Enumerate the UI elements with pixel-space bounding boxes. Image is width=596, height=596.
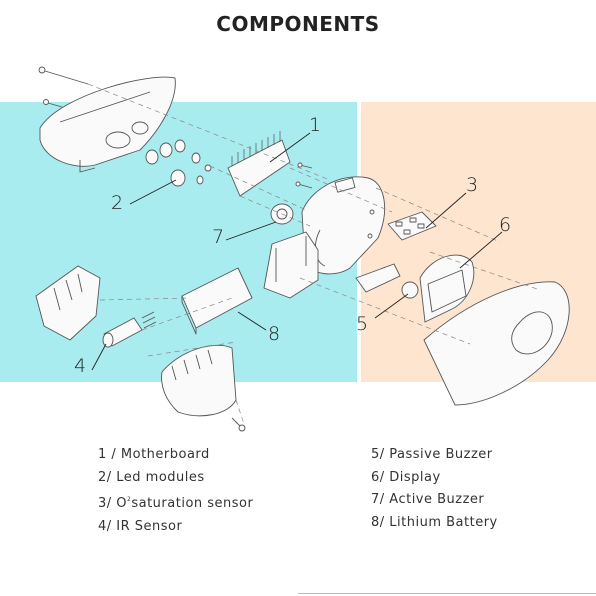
front-cover-part [423, 281, 570, 406]
ir-sensor-part [102, 311, 157, 348]
lithium-battery-part [181, 267, 253, 335]
callout-5: 5 [356, 313, 368, 335]
main-body-part [301, 176, 385, 275]
legend-item-active-buzzer: 7/ Active Buzzer [371, 492, 485, 507]
callout-3: 3 [466, 174, 478, 196]
callout-6: 6 [499, 214, 511, 236]
legend-left-column: 1 / Motherboard 2/ Led modules 3/ O2satu… [98, 444, 253, 538]
legend-o2-superscript: 2 [127, 496, 132, 503]
passive-buzzer-part [355, 263, 419, 299]
page-title: COMPONENTS [216, 12, 380, 36]
legend-item-display: 6/ Display [371, 469, 441, 485]
legend-item-lithium-battery: 8/ Lithium Battery [371, 514, 498, 530]
callout-2: 2 [111, 192, 123, 214]
footer-divider [298, 593, 596, 594]
screw-part [295, 162, 313, 189]
screw-part [38, 66, 89, 108]
display-part [419, 254, 475, 323]
top-shell-part [39, 76, 176, 173]
legend-right-column: 5/ Passive Buzzer 6/ Display 7/ Active B… [371, 444, 498, 534]
o2-sensor-part [387, 211, 437, 241]
callout-4: 4 [74, 355, 86, 377]
legend-item-passive-buzzer: 5/ Passive Buzzer [371, 447, 493, 462]
callout-7: 7 [212, 226, 224, 248]
legend-o2-suffix: saturation sensor [131, 496, 254, 511]
callout-1: 1 [309, 114, 321, 136]
battery-holder-part [35, 265, 101, 341]
callout-8: 8 [268, 323, 280, 345]
legend-o2-prefix: 3/ O [98, 496, 128, 511]
bottom-cover-part [161, 344, 237, 417]
legend-item-ir-sensor: 4/ IR Sensor [98, 518, 183, 534]
legend-item-o2-sensor: 3/ O2saturation sensor [98, 489, 253, 516]
exploded-view-diagram: 1 2 3 4 5 6 7 8 [35, 66, 570, 432]
callout-leader-lines [91, 132, 503, 371]
legend-item-led-modules: 2/ Led modules [98, 469, 205, 485]
led-modules-part [145, 139, 212, 187]
motherboard-part [227, 131, 291, 197]
bracket-part [263, 231, 319, 299]
legend-item-motherboard: 1 / Motherboard [98, 447, 210, 462]
screw-part [231, 417, 246, 432]
